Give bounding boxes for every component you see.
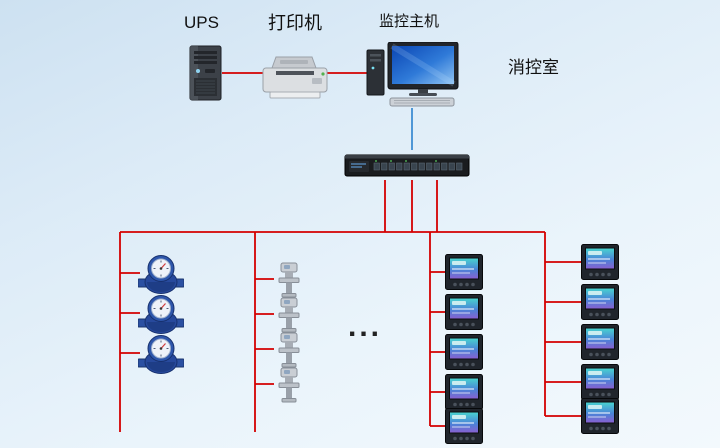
power-meter-left-icon-2 — [445, 294, 483, 330]
label-printer: 打印机 — [268, 13, 322, 33]
monitor-host-computer-icon — [365, 42, 460, 107]
power-meter-left-icon-4 — [445, 374, 483, 410]
power-meter-right-icon-2 — [581, 284, 619, 320]
power-meter-right-icon-3 — [581, 324, 619, 360]
label-ups: UPS — [184, 13, 219, 32]
power-meter-right-icon-1 — [581, 244, 619, 280]
water-meter-icon-1 — [138, 253, 184, 295]
transmitter-icon-4 — [272, 367, 306, 403]
label-monitor-host: 监控主机 — [379, 13, 440, 30]
ups-device-icon — [183, 44, 229, 102]
transmitter-icon-1 — [272, 262, 306, 298]
power-meter-right-icon-4 — [581, 364, 619, 400]
water-meter-icon-3 — [138, 333, 184, 375]
power-meter-left-icon-1 — [445, 254, 483, 290]
red-connection-lines — [119, 72, 583, 432]
transmitter-icon-2 — [272, 297, 306, 333]
power-meter-left-icon-3 — [445, 334, 483, 370]
data-collector-switch-icon — [344, 150, 470, 180]
more-branches-ellipsis: ... — [348, 310, 383, 343]
transmitter-icon-3 — [272, 332, 306, 368]
water-meter-icon-2 — [138, 293, 184, 335]
printer-device-icon — [260, 52, 332, 102]
power-meter-right-icon-5 — [581, 398, 619, 434]
power-meter-left-icon-5 — [445, 408, 483, 444]
label-control-room: 消控室 — [508, 58, 559, 77]
